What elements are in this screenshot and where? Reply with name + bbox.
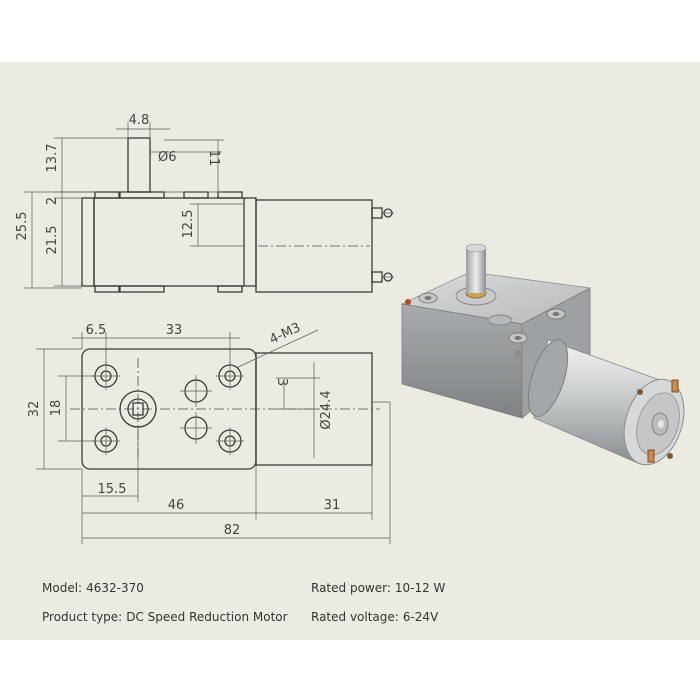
top-endplate bbox=[81, 197, 95, 287]
dim-gearbox-length: 46 bbox=[168, 498, 185, 513]
spec-voltage-value: 6-24V bbox=[402, 610, 439, 624]
dim-hole-spacing: 33 bbox=[166, 323, 183, 338]
dim-shaft-offset: 15.5 bbox=[98, 482, 127, 497]
top-shaft bbox=[127, 137, 151, 193]
dim-height: 32 bbox=[27, 401, 42, 418]
dim-hole-offset: 6.5 bbox=[86, 323, 107, 338]
spec-type: Product type:DC Speed Reduction Motor bbox=[42, 610, 288, 624]
spec-model-label: Model: bbox=[42, 581, 83, 595]
product-panel: 4.8 Ø6 11 13.7 25.5 2 21 bbox=[0, 62, 700, 640]
spec-model-value: 4632-370 bbox=[86, 581, 144, 595]
dim-overall-height: 25.5 bbox=[15, 212, 30, 241]
dim-center-offset: 12.5 bbox=[181, 210, 196, 239]
spec-voltage: Rated voltage:6-24V bbox=[311, 610, 438, 624]
dim-step: 2 bbox=[45, 197, 60, 205]
spec-type-value: DC Speed Reduction Motor bbox=[126, 610, 288, 624]
spec-model: Model:4632-370 bbox=[42, 581, 144, 595]
dim-hole-height-spacing: 18 bbox=[49, 400, 64, 417]
spec-power-value: 10-12 W bbox=[394, 581, 446, 595]
dim-shaft-height: 13.7 bbox=[45, 144, 60, 173]
dim-total-length: 82 bbox=[224, 523, 241, 538]
dim-screw-holes: 4-M3 bbox=[267, 320, 303, 347]
spec-type-label: Product type: bbox=[42, 610, 123, 624]
technical-drawing: 4.8 Ø6 11 13.7 25.5 2 21 bbox=[15, 113, 685, 544]
dim-shaft-length: 11 bbox=[206, 150, 221, 167]
dim-motor-diameter: Ø24.4 bbox=[319, 390, 334, 429]
spec-power: Rated power:10-12 W bbox=[311, 581, 445, 595]
dim-motor-length: 31 bbox=[324, 498, 341, 513]
dim-motor-offset: 3 bbox=[274, 378, 289, 386]
front-view: 6.5 33 4-M3 32 18 3 Ø24.4 bbox=[27, 320, 391, 544]
spec-power-label: Rated power: bbox=[311, 581, 391, 595]
dim-gearbox-height: 21.5 bbox=[45, 226, 60, 255]
dim-shaft-width: 4.8 bbox=[129, 113, 150, 128]
motor-photo bbox=[400, 243, 685, 466]
top-view: 4.8 Ø6 11 13.7 25.5 2 21 bbox=[15, 113, 394, 293]
spec-voltage-label: Rated voltage: bbox=[311, 610, 399, 624]
top-motor bbox=[255, 199, 373, 293]
dim-shaft-diameter: Ø6 bbox=[158, 150, 177, 165]
top-gearbox bbox=[93, 197, 257, 287]
